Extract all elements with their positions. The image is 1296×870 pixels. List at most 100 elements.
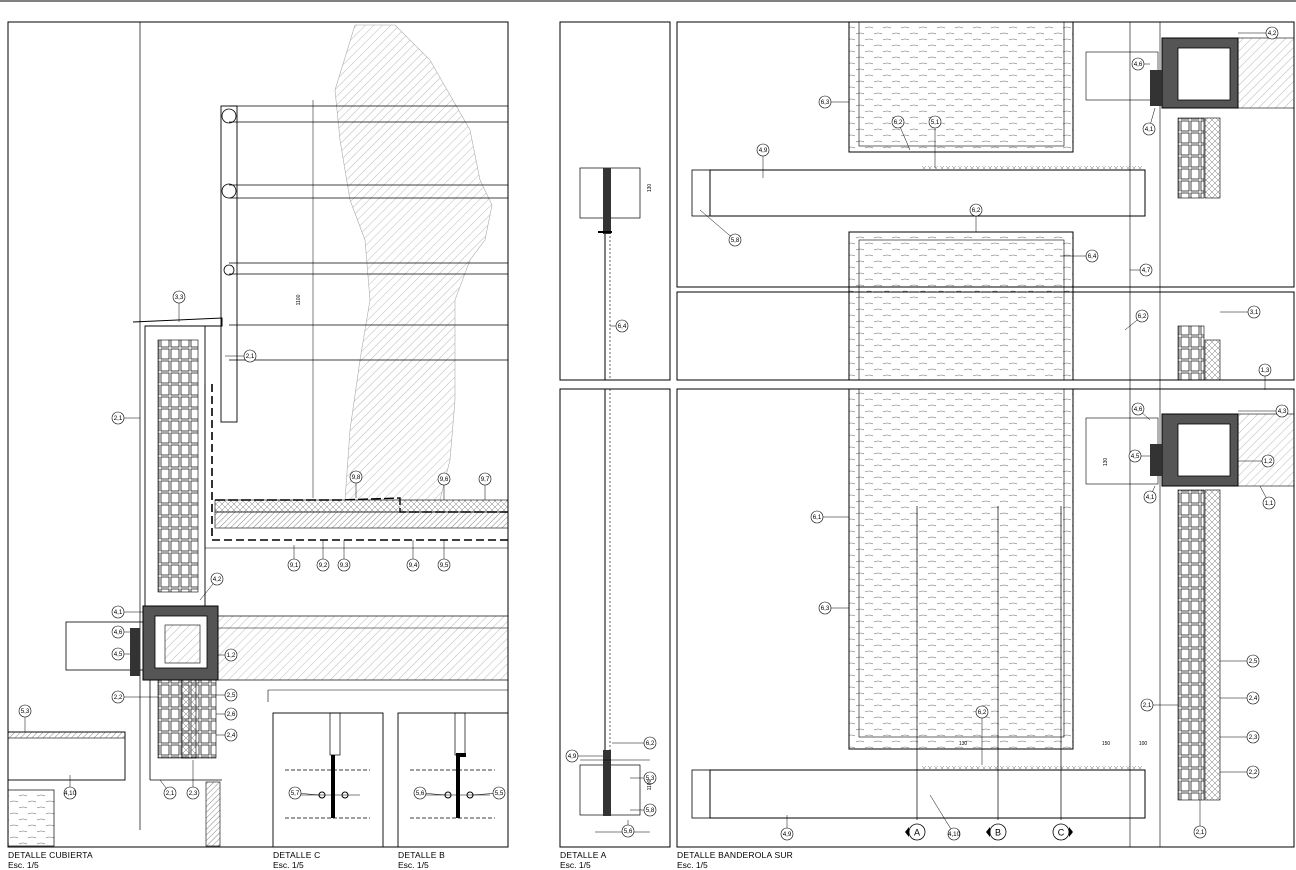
callout-bubble [287,558,301,572]
detail-cubierta [7,21,509,848]
callout-bubble [224,707,238,721]
callout-cubierta: 2,2 [111,690,158,704]
caption-scale: Esc. 1/5 [273,860,304,870]
callout-label: 5,3 [646,775,655,782]
section-marker-label: B [995,828,1001,838]
callout-label: 6,2 [972,207,981,214]
callout-cubierta: 4,6 [111,625,130,639]
callout-bubble [1193,825,1207,839]
callout-label: 4,9 [759,147,768,154]
callout-bubble [975,705,989,719]
section-marker-label: C [1058,828,1065,838]
callout-banderola: 4,1 [1142,107,1156,136]
caption-scale: Esc. 1/5 [398,860,429,870]
callout-cubierta: 9,4 [406,540,420,572]
callout-banderola: 2,4 [1220,691,1260,705]
callout-bubble [818,95,832,109]
callout-label: 2,2 [114,694,123,701]
callout-c: 5,7 [288,786,321,800]
callout-bubble [111,411,125,425]
section-marker-c: C [1052,823,1073,841]
callout-label: 2,6 [227,711,236,718]
callout-label: 5,6 [624,828,633,835]
callout-label: 9,3 [340,562,349,569]
callout-a: 6,2 [612,736,657,750]
callout-label: 1,3 [1261,367,1270,374]
dimension-label: 1100 [296,294,302,305]
callout-label: 5,1 [931,119,940,126]
caption-a: DETALLE A Esc. 1/5 [560,850,607,870]
section-marker-b: B [986,823,1007,841]
callout-cubierta: 4,1 [111,605,143,619]
callout-label: 6,4 [618,323,627,330]
callout-cubierta: 2,1 [111,411,140,425]
callout-label: 1,2 [1264,458,1273,465]
callout-bubble [288,786,302,800]
dimension-label: 130 [959,741,968,747]
callout-banderola: 2,1 [1140,698,1178,712]
callout-bubble [1258,363,1272,377]
callout-banderola: 1,2 [1238,454,1275,468]
callout-cubierta: 9,7 [478,472,492,500]
callout-banderola: 4,9 [780,815,794,841]
callout-label: 9,8 [352,474,361,481]
callout-bubble [111,647,125,661]
callout-cubierta: 3,3 [172,290,186,322]
callout-cubierta: 2,1 [225,349,257,363]
caption-cubierta: DETALLE CUBIERTA Esc. 1/5 [8,850,93,870]
callout-label: 4,5 [1131,453,1140,460]
callout-label: 3,3 [175,294,184,301]
callout-banderola: 6,4 [1060,249,1099,263]
callout-bubble [1128,449,1142,463]
callout-bubble [1143,490,1157,504]
callout-label: 4,3 [1278,408,1287,415]
callout-label: 4,7 [1142,267,1151,274]
callout-banderola: 6,2 [1124,309,1149,331]
callout-bubble [810,510,824,524]
caption-scale: Esc. 1/5 [677,860,708,870]
detail-c [272,712,384,848]
callout-label: 2,1 [1196,829,1205,836]
section-marker-a: A [905,823,926,841]
callout-label: 9,1 [290,562,299,569]
callout-banderola: 4,10 [929,794,961,841]
callout-banderola: 4,2 [1238,26,1279,40]
callout-label: 9,4 [409,562,418,569]
callout-banderola: 1,1 [1259,485,1276,510]
callout-bubble [111,605,125,619]
caption-b: DETALLE B Esc. 1/5 [398,850,445,870]
callout-label: 2,1 [166,790,175,797]
callout-label: 4,1 [114,609,123,616]
callout-bubble [1246,654,1260,668]
callout-a: 5,8 [630,803,657,817]
callout-bubble [224,728,238,742]
callout-label: 6,1 [813,514,822,521]
callout-label: 6,4 [1088,253,1097,260]
callout-label: 5,3 [21,708,30,715]
callout-banderola: 1,3 [1258,363,1272,390]
callout-bubble [947,827,961,841]
callout-label: 2,5 [1249,658,1258,665]
callout-label: 9,7 [481,476,490,483]
callout-label: 9,6 [440,476,449,483]
callout-label: 5,7 [291,790,300,797]
callout-a: 5,3 [630,771,657,785]
callout-cubierta: 2,3 [186,760,200,800]
callout-banderola: 4,1 [1143,485,1157,504]
caption-scale: Esc. 1/5 [8,860,39,870]
callout-label: 4,2 [1268,30,1277,37]
callout-cubierta: 9,8 [349,470,363,498]
callout-label: 2,1 [1143,702,1152,709]
callout-bubble [1275,404,1289,418]
detail-banderola [676,21,1295,848]
callout-label: 4,2 [213,576,222,583]
callout-banderola: 4,7 [1130,263,1153,277]
section-markers: A B C [905,823,1073,841]
callout-label: 4,9 [568,753,577,760]
callout-label: 1,1 [1265,500,1274,507]
callout-label: 2,1 [246,353,255,360]
caption-title: DETALLE A [560,850,607,860]
